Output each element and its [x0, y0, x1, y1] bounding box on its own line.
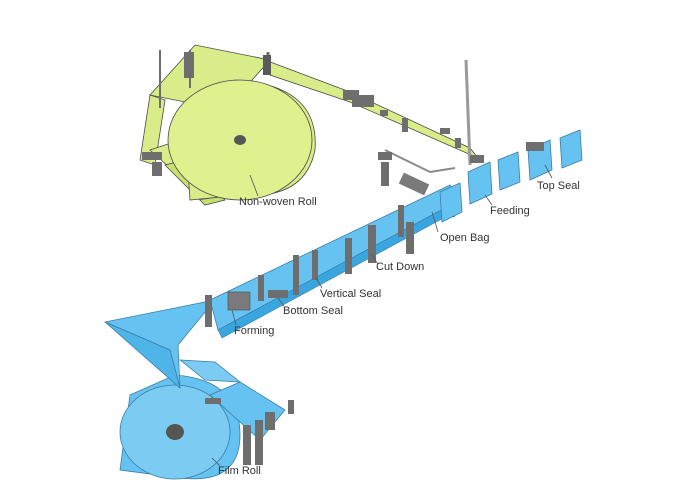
bottom-seal-station: [258, 275, 288, 301]
bag-4: [526, 139, 553, 181]
non-woven-web-drive: [343, 90, 461, 148]
label-feeding: Feeding: [490, 205, 530, 217]
forming-station: [205, 291, 251, 327]
label-cut-down: Cut Down: [376, 261, 424, 273]
label-forming: Forming: [234, 325, 274, 337]
label-bottom-seal: Bottom Seal: [283, 305, 343, 317]
labels: Non-woven Roll Top Seal Feeding Open Bag…: [218, 180, 580, 477]
bag-5: [559, 129, 583, 169]
label-non-woven-roll: Non-woven Roll: [239, 196, 317, 208]
vertical-seal-station: [293, 250, 318, 295]
bag-1: [439, 182, 463, 223]
bag-2: [467, 155, 493, 205]
non-woven-roll: [167, 79, 316, 201]
label-open-bag: Open Bag: [440, 232, 490, 244]
label-leader-lines: [211, 164, 553, 467]
label-vertical-seal: Vertical Seal: [320, 288, 381, 300]
feeding-vertical-rod: [464, 59, 472, 166]
label-top-seal: Top Seal: [537, 180, 580, 192]
bag-sequence: [439, 129, 583, 223]
film-guide-frame: [205, 398, 294, 465]
bag-3: [497, 151, 521, 191]
cut-down-station: [345, 205, 414, 274]
label-film-roll: Film Roll: [218, 465, 261, 477]
